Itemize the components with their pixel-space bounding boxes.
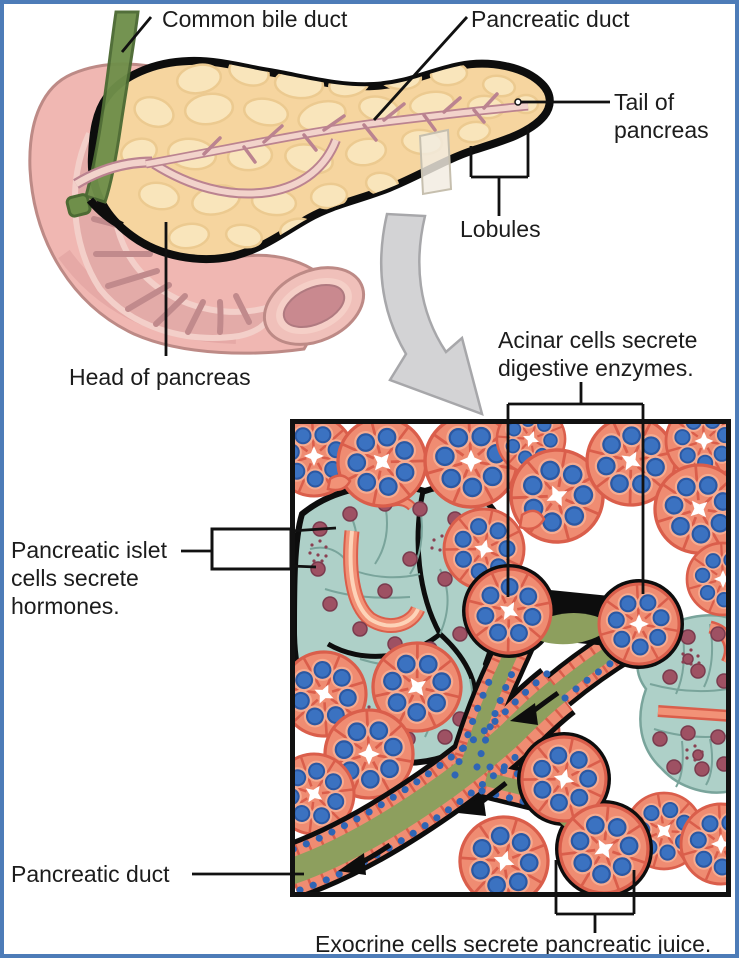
tissue-sample-slice [418,128,453,196]
pancreas-macro-illustration [28,10,554,417]
flow-arrows [338,690,560,875]
label-pancreatic-duct-top: Pancreatic duct [471,6,630,32]
pancreatic-duct-shape [73,92,529,199]
duodenum-cut-end [262,266,366,346]
label-islet-cells: Pancreatic islet cells secrete hormones. [11,537,167,620]
label-pancreatic-duct-bottom: Pancreatic duct [11,861,170,887]
label-acinar-cells: Acinar cells secrete digestive enzymes. [498,327,698,382]
magnify-arrow-icon [380,212,484,417]
exocrine-acini-on-duct [450,552,684,897]
label-head-of-pancreas: Head of pancreas [69,364,251,390]
pancreas-micro-view [290,419,731,897]
common-bile-duct-shape [65,10,140,230]
label-common-bile-duct: Common bile duct [162,6,348,32]
label-exocrine-cells: Exocrine cells secrete pancreatic juice. [315,931,712,957]
label-tail-of-pancreas: Tail of pancreas [614,89,709,144]
label-lobules: Lobules [460,216,541,242]
